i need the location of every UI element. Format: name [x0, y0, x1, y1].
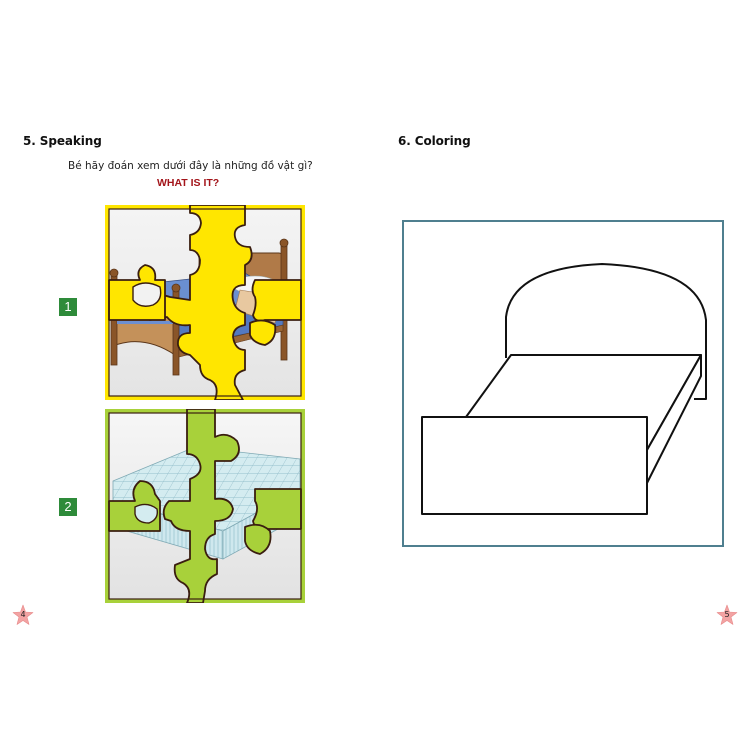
star-icon: [12, 604, 34, 625]
section-title-speaking: 5. Speaking: [23, 134, 102, 148]
puzzle-number-badge-2: 2: [59, 498, 77, 516]
puzzle-number-badge-1: 1: [59, 298, 77, 316]
mattress-puzzle-image: [105, 409, 305, 603]
bed-outline: [421, 263, 707, 515]
coloring-area: [402, 220, 724, 547]
puzzle-bed: [105, 205, 305, 400]
puzzle-mattress: [105, 409, 305, 603]
bed-puzzle-image: [105, 205, 305, 400]
star-icon: [716, 604, 738, 625]
page-number-right: 5: [724, 610, 730, 619]
page-number-star-4: 4: [12, 604, 34, 626]
page-number-left: 4: [20, 610, 26, 619]
bed-outline-drawing: [402, 220, 724, 547]
instruction-text: Bé hãy đoán xem dưới đây là những đồ vật…: [68, 160, 313, 172]
page-number-star-5: 5: [716, 604, 738, 626]
what-is-it-prompt: WHAT IS IT?: [157, 177, 220, 189]
section-title-coloring: 6. Coloring: [398, 134, 471, 148]
